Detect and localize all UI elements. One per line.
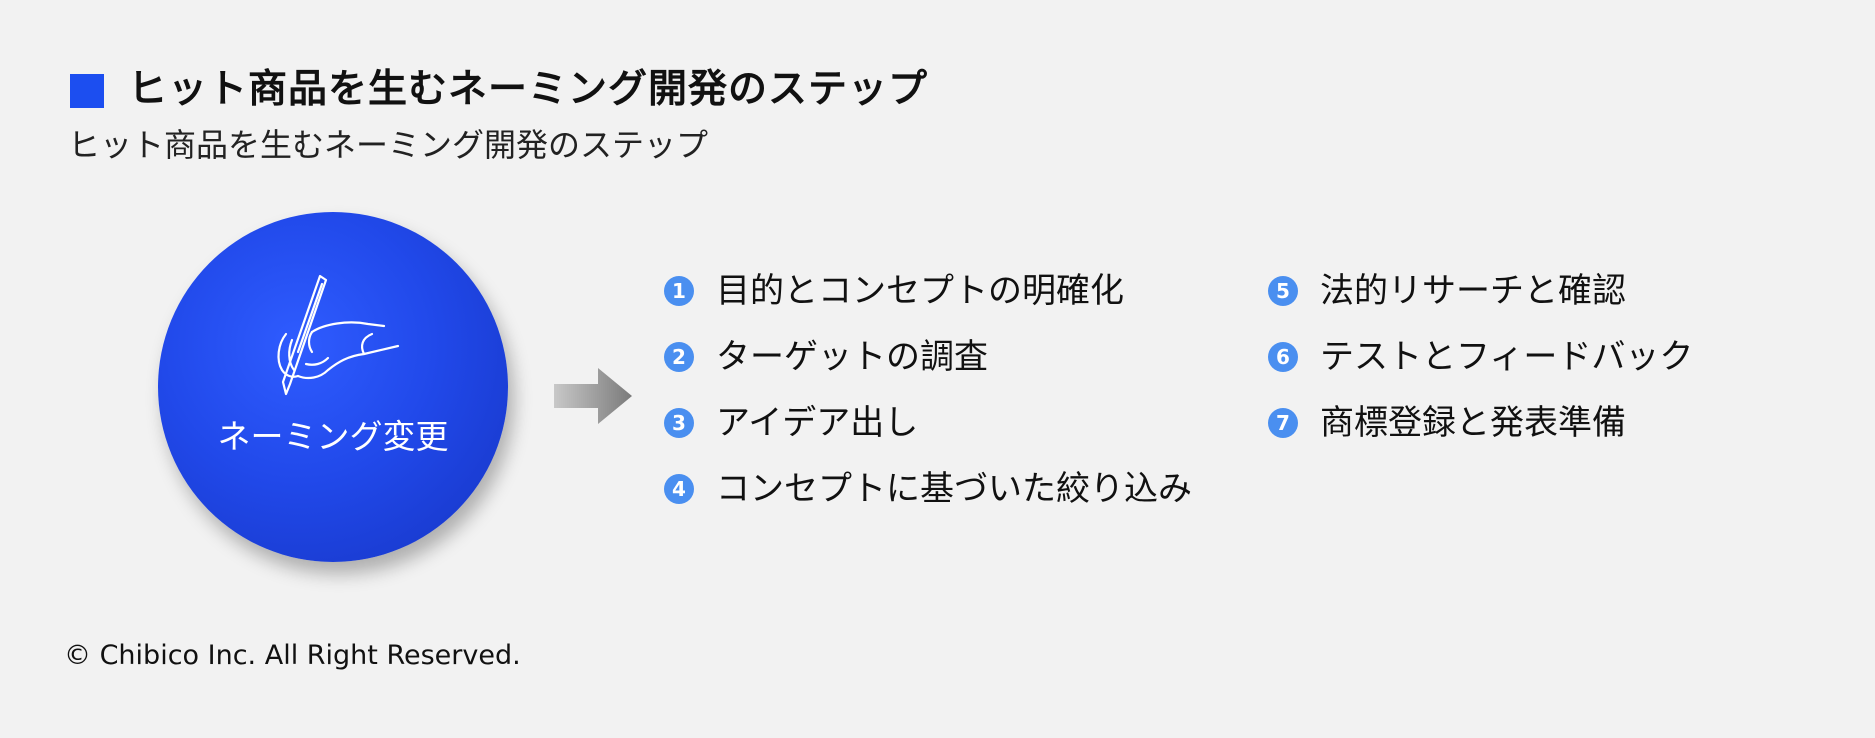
step-5-label: 法的リサーチと確認 [1320, 271, 1626, 311]
step-4: 4 コンセプトに基づいた絞り込み [664, 465, 1192, 513]
step-6-badge: 6 [1268, 342, 1298, 372]
circle-label: ネーミング変更 [217, 417, 449, 456]
step-5: 5 法的リサーチと確認 [1268, 267, 1626, 315]
step-6: 6 テストとフィードバック [1268, 333, 1693, 381]
step-7: 7 商標登録と発表準備 [1268, 399, 1626, 447]
title-square [70, 74, 104, 108]
page-title: ヒット商品を生むネーミング開発のステップ [128, 67, 929, 112]
step-3-badge: 3 [664, 408, 694, 438]
step-1-label: 目的とコンセプトの明確化 [716, 271, 1124, 311]
step-2-badge: 2 [664, 342, 694, 372]
step-2: 2 ターゲットの調査 [664, 333, 988, 381]
step-4-badge: 4 [664, 474, 694, 504]
step-4-label: コンセプトに基づいた絞り込み [716, 469, 1192, 509]
page-subtitle: ヒット商品を生むネーミング開発のステップ [68, 126, 709, 164]
step-7-label: 商標登録と発表準備 [1320, 403, 1626, 443]
copyright-footer: © Chibico Inc. All Right Reserved. [64, 640, 521, 671]
step-6-label: テストとフィードバック [1320, 337, 1694, 377]
step-2-label: ターゲットの調査 [716, 337, 988, 377]
step-1-badge: 1 [664, 276, 694, 306]
step-1: 1 目的とコンセプトの明確化 [664, 267, 1124, 315]
step-7-badge: 7 [1268, 408, 1298, 438]
step-5-badge: 5 [1268, 276, 1298, 306]
naming-circle: ネーミング変更 [158, 212, 508, 562]
hand-writing-with-pen-icon [277, 274, 400, 396]
right-arrow-icon [554, 368, 632, 424]
step-3-label: アイデア出し [716, 403, 919, 443]
step-3: 3 アイデア出し [664, 399, 918, 447]
